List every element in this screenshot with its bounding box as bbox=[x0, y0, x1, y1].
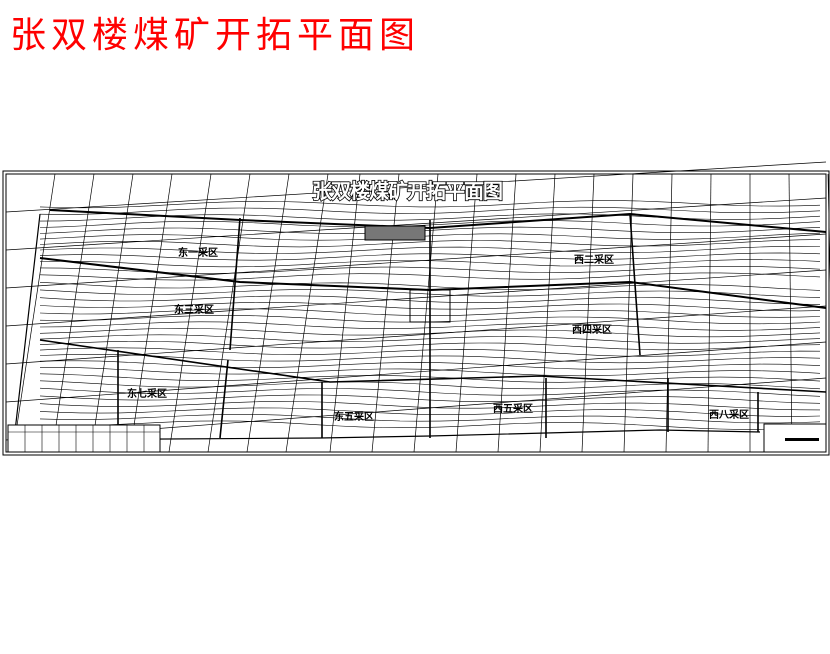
panel-label: 西五采区 bbox=[493, 402, 533, 415]
grid-line bbox=[246, 173, 290, 453]
grid-line bbox=[168, 173, 212, 453]
panel-label: 东一采区 bbox=[178, 246, 218, 259]
grid-line bbox=[285, 173, 329, 453]
panel-label: 东三采区 bbox=[174, 303, 214, 316]
shaft-area-box bbox=[409, 289, 451, 323]
drawing-title: 张双楼煤矿开拓平面图 bbox=[312, 179, 502, 203]
hatched-area bbox=[364, 225, 426, 241]
grid-line bbox=[5, 341, 827, 403]
grid-line bbox=[788, 173, 793, 453]
grid-line bbox=[12, 173, 56, 453]
contour-line bbox=[39, 206, 821, 215]
legend-table bbox=[7, 424, 161, 453]
grid-line bbox=[5, 161, 827, 213]
grid-line bbox=[497, 173, 517, 453]
grid-line bbox=[329, 173, 361, 453]
outer-frame bbox=[2, 170, 830, 456]
title-block-text bbox=[785, 438, 819, 441]
grid-line bbox=[207, 173, 251, 453]
grid-line bbox=[413, 173, 439, 453]
mine-boundary bbox=[13, 213, 761, 441]
panel-label: 西二采区 bbox=[574, 253, 614, 266]
main-roadway bbox=[39, 339, 827, 393]
panel-label: 西四采区 bbox=[572, 323, 612, 336]
grid-line bbox=[51, 173, 95, 453]
panel-boundary bbox=[229, 213, 641, 356]
panel-label: 东五采区 bbox=[334, 410, 374, 423]
grid-line bbox=[5, 269, 827, 327]
page-title: 张双楼煤矿开拓平面图 bbox=[10, 15, 421, 56]
panel-label: 东七采区 bbox=[127, 387, 167, 400]
grid-line bbox=[623, 173, 634, 453]
grid-line bbox=[129, 173, 173, 453]
legend-cells bbox=[8, 425, 160, 452]
inner-frame bbox=[5, 173, 827, 453]
contour-line bbox=[39, 200, 821, 209]
grid-line bbox=[827, 173, 830, 283]
grid-line bbox=[455, 173, 478, 453]
grid-line bbox=[90, 173, 134, 453]
panel-boundary bbox=[117, 220, 759, 439]
grid-line bbox=[581, 173, 595, 453]
roadways bbox=[13, 209, 827, 441]
panel-label: 西八采区 bbox=[709, 408, 749, 421]
